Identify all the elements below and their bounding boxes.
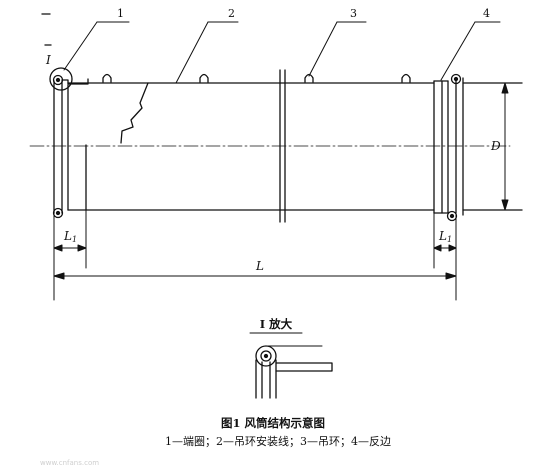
middle-seam xyxy=(279,69,286,223)
detail-marker-label: I xyxy=(45,53,51,67)
corner-ticks xyxy=(41,13,52,46)
caption-legend: 1—端圈；2—吊环安装线；3—吊环；4—反边 xyxy=(165,434,391,448)
dimension-l1-right-subscript: 1 xyxy=(447,235,452,244)
dimension-l-label: L xyxy=(255,259,264,273)
dimension-l1-left-subscript: 1 xyxy=(72,235,77,244)
detail-view xyxy=(249,332,333,399)
watermark: www.cnfans.com xyxy=(40,459,99,467)
extension-lines xyxy=(53,209,457,301)
detail-marker-circle xyxy=(49,67,73,91)
dimension-l1-right xyxy=(433,244,457,252)
dimension-l xyxy=(53,272,457,280)
dimension-l1-left-label: L xyxy=(63,229,72,243)
callout-1: 1 xyxy=(117,7,124,20)
detail-view-title: I 放大 xyxy=(260,317,293,331)
callout-2: 2 xyxy=(228,7,235,20)
dimension-l1-right-label: L xyxy=(438,229,447,243)
caption-title: 图1 风筒结构示意图 xyxy=(221,416,325,430)
dimension-d-label: D xyxy=(490,139,501,153)
end-ring-left xyxy=(52,74,89,219)
leader-lines xyxy=(63,21,501,84)
duct-body xyxy=(67,82,523,211)
section-break-line xyxy=(120,82,149,144)
callout-4: 4 xyxy=(483,7,490,20)
callout-3: 3 xyxy=(350,7,357,20)
flange-right xyxy=(433,73,464,222)
dimension-d xyxy=(465,82,523,211)
dimension-l1-left xyxy=(53,244,87,252)
lifting-rings xyxy=(102,73,411,83)
